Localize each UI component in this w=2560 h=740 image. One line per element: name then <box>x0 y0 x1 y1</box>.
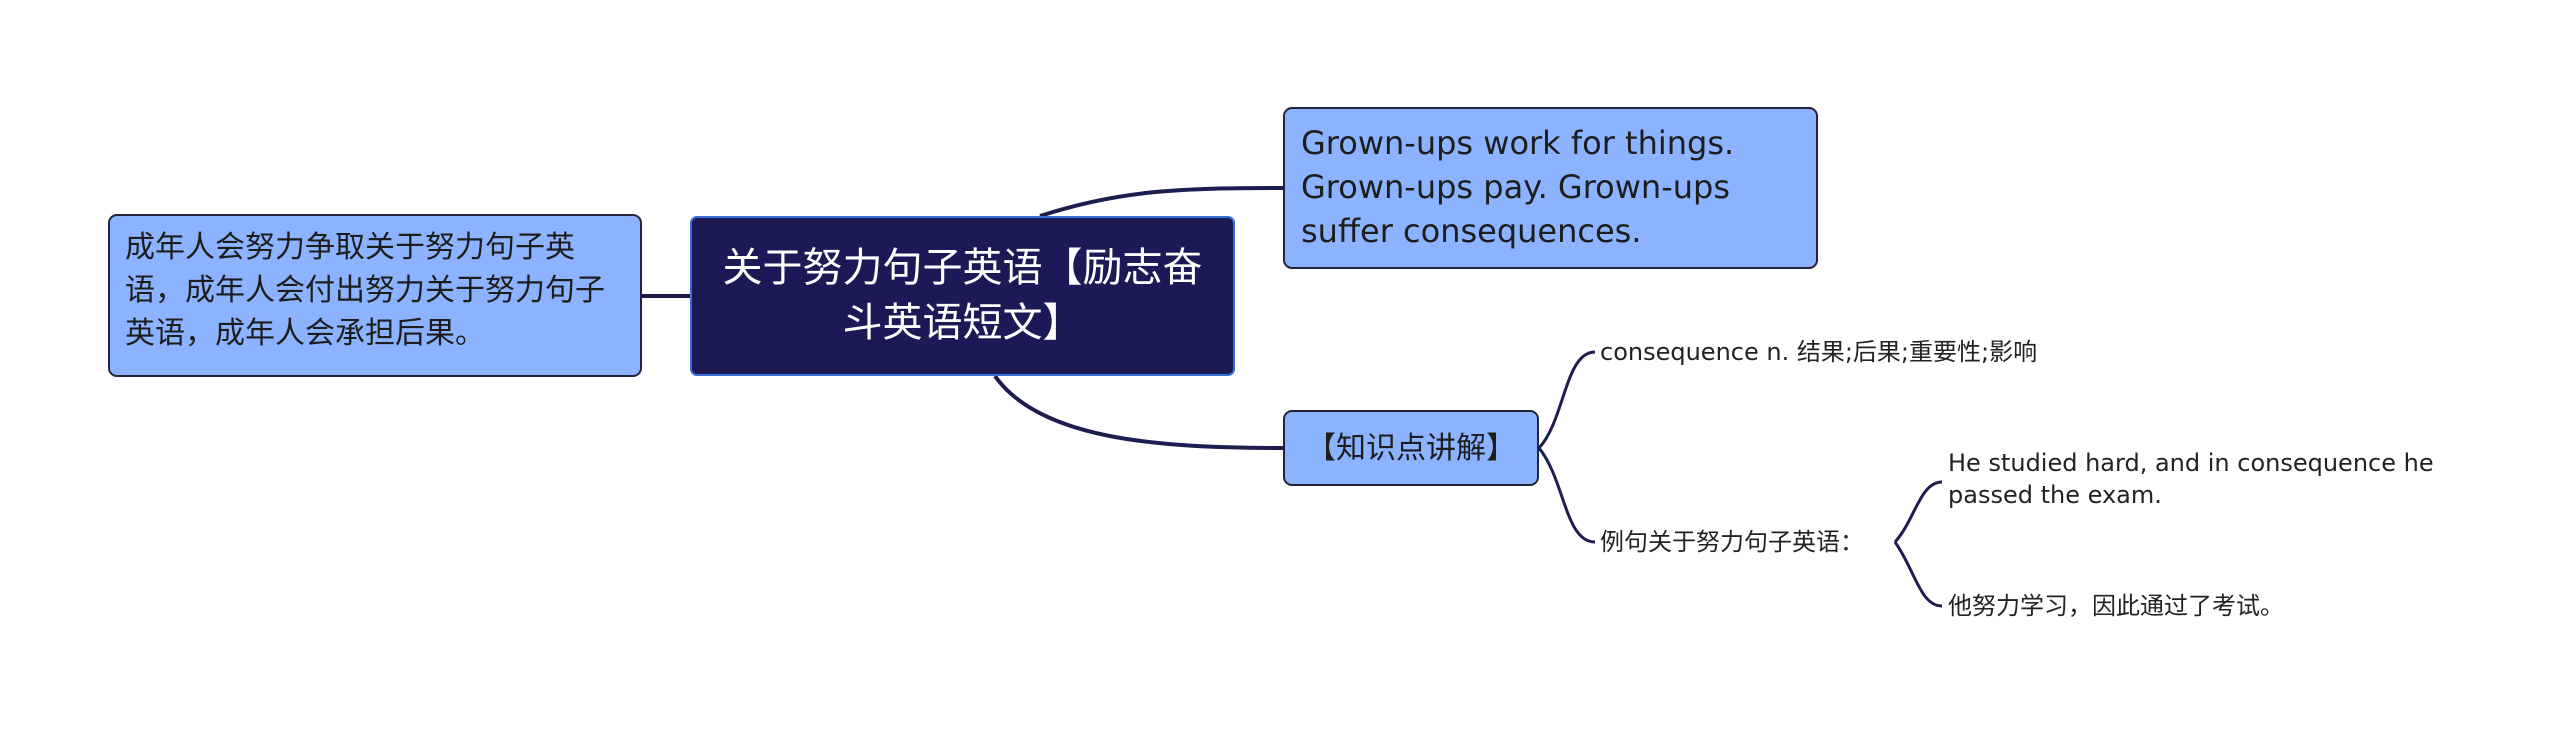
root-node[interactable]: 关于努力句子英语【励志奋斗英语短文】 <box>690 216 1235 376</box>
link-example-english <box>1893 480 1943 544</box>
right-top-node[interactable]: Grown-ups work for things. Grown-ups pay… <box>1283 107 1818 269</box>
root-node-label: 关于努力句子英语【励志奋斗英语短文】 <box>722 245 1203 346</box>
link-knowledge-example <box>1537 447 1596 544</box>
link-root-knowledge <box>993 374 1284 450</box>
link-root-top <box>1039 186 1284 218</box>
definition-text[interactable]: consequence n. 结果;后果;重要性;影响 <box>1600 338 2038 366</box>
link-example-chinese <box>1893 541 1943 608</box>
left-branch-text: 成年人会努力争取关于努力句子英语，成年人会付出努力关于努力句子英语，成年人会承担… <box>125 230 605 351</box>
knowledge-node-label: 【知识点讲解】 <box>1306 430 1516 466</box>
knowledge-node[interactable]: 【知识点讲解】 <box>1283 410 1539 486</box>
example-chinese-text[interactable]: 他努力学习，因此通过了考试。 <box>1948 592 2284 620</box>
example-heading-text[interactable]: 例句关于努力句子英语： <box>1600 528 1864 556</box>
left-branch-node[interactable]: 成年人会努力争取关于努力句子英语，成年人会付出努力关于努力句子英语，成年人会承担… <box>108 214 642 377</box>
right-top-text: Grown-ups work for things. Grown-ups pay… <box>1301 124 1735 250</box>
example-english-text[interactable]: He studied hard, and in consequence he p… <box>1948 449 2434 509</box>
link-knowledge-definition <box>1537 350 1596 450</box>
